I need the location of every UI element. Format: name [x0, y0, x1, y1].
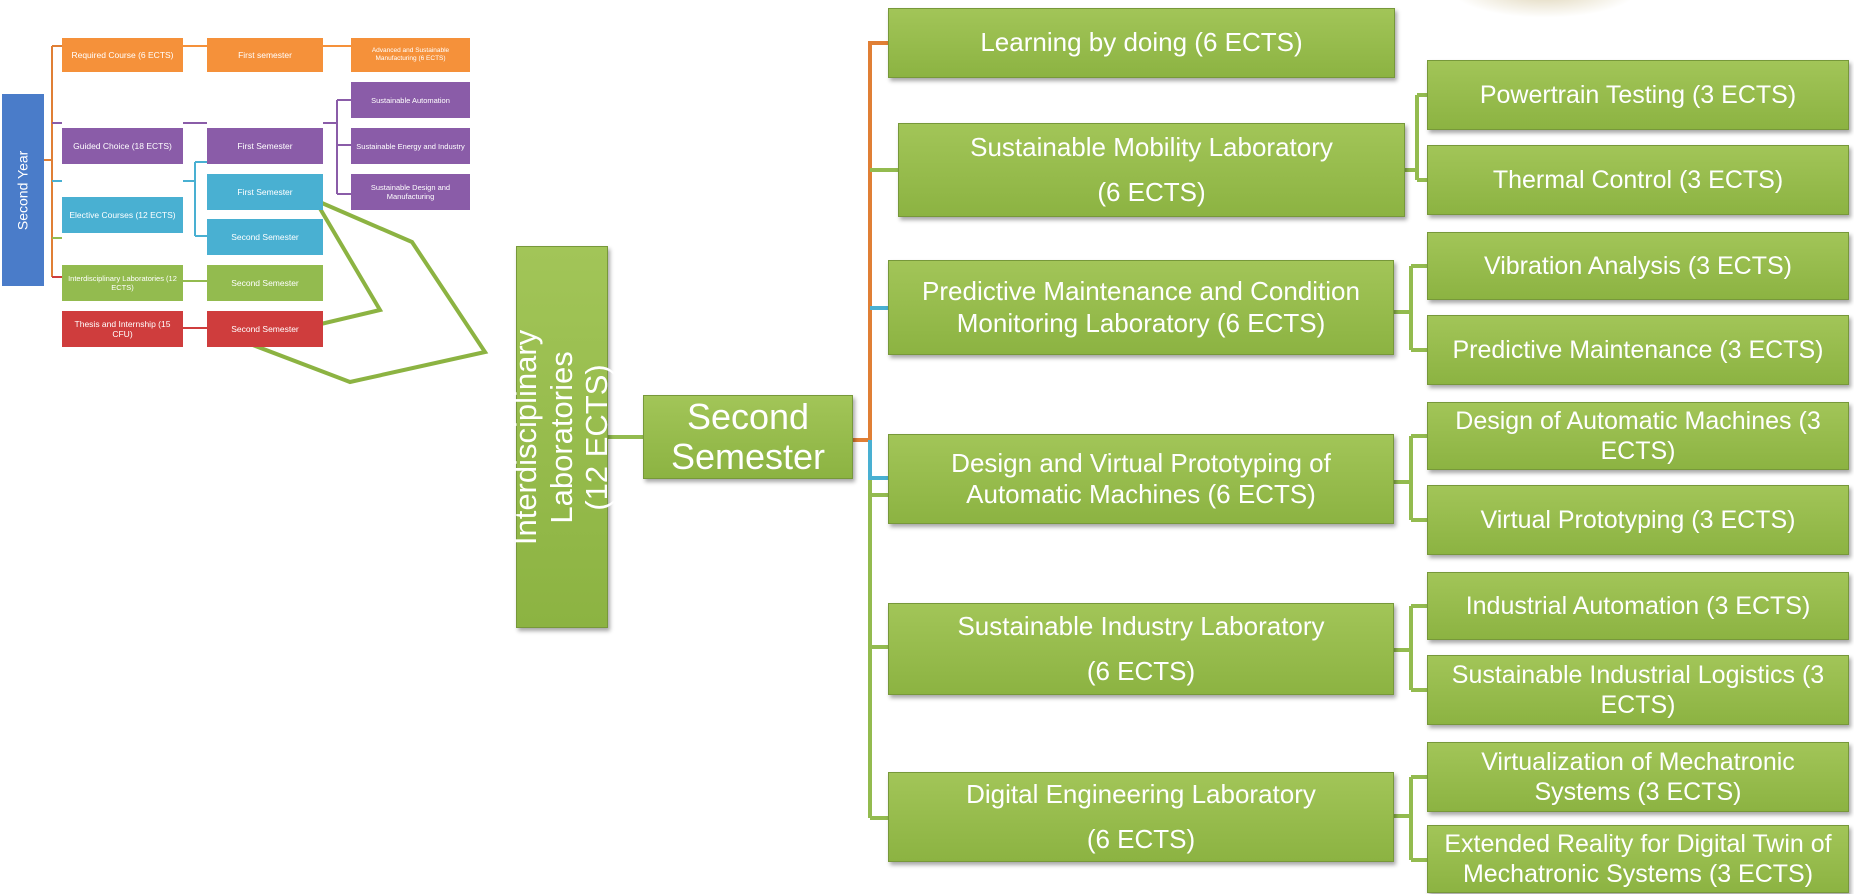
course-sustainable-industrial-logistics: Sustainable Industrial Logistics (3 ECTS… — [1427, 655, 1849, 725]
course-extended-reality-digital-twin: Extended Reality for Digital Twin of Mec… — [1427, 825, 1849, 893]
mini-option-energy: Sustainable Energy and Industry — [351, 128, 470, 164]
course-virtualization-mechatronic: Virtualization of Mechatronic Systems (3… — [1427, 742, 1849, 812]
mini-required-semester: First semester — [207, 38, 323, 72]
mini-elective-second-semester: Second Semester — [207, 219, 323, 255]
mini-labs-semester: Second Semester — [207, 265, 323, 301]
course-predictive-maintenance: Predictive Maintenance (3 ECTS) — [1427, 315, 1849, 385]
mini-guided-semester: First Semester — [207, 128, 323, 164]
course-design-automatic-machines: Design of Automatic Machines (3 ECTS) — [1427, 402, 1849, 470]
year-box: Second Year — [2, 94, 44, 286]
mini-thesis-semester: Second Semester — [207, 311, 323, 347]
mini-elective-courses: Elective Courses (12 ECTS) — [62, 197, 183, 233]
mini-elective-first-semester: First Semester — [207, 174, 323, 210]
mini-thesis-internship: Thesis and Internship (15 CFU) — [62, 311, 183, 347]
decorative-corner-image — [1450, 0, 1640, 18]
lab-design-virtual-prototyping: Design and Virtual Prototyping of Automa… — [888, 434, 1394, 524]
mini-required-course: Required Course (6 ECTS) — [62, 38, 183, 72]
lab-predictive-maintenance: Predictive Maintenance and Condition Mon… — [888, 260, 1394, 355]
lab-sustainable-industry-name: Sustainable Industry Laboratory — [957, 610, 1325, 641]
course-vibration-analysis: Vibration Analysis (3 ECTS) — [1427, 232, 1849, 300]
lab-sustainable-mobility-name: Sustainable Mobility Laboratory — [970, 131, 1333, 162]
mini-guided-choice: Guided Choice (18 ECTS) — [62, 128, 183, 164]
course-industrial-automation: Industrial Automation (3 ECTS) — [1427, 572, 1849, 640]
lab-digital-engineering-name: Digital Engineering Laboratory — [966, 778, 1316, 809]
root-box: Interdisciplinary Laboratories (12 ECTS) — [509, 246, 615, 628]
lab-digital-engineering-ects: (6 ECTS) — [1086, 824, 1196, 854]
root-label: Interdisciplinary Laboratories (12 ECTS) — [508, 329, 615, 545]
mini-interdisciplinary-labs: Interdisciplinary Laboratories (12 ECTS) — [62, 265, 183, 301]
lab-sustainable-mobility: Sustainable Mobility Laboratory (6 ECTS) — [898, 123, 1405, 217]
lab-sustainable-industry-ects: (6 ECTS) — [1086, 656, 1196, 686]
mini-required-detail: Advanced and Sustainable Manufacturing (… — [351, 38, 470, 72]
lab-learning-by-doing: Learning by doing (6 ECTS) — [888, 8, 1395, 78]
course-powertrain-testing: Powertrain Testing (3 ECTS) — [1427, 60, 1849, 130]
course-thermal-control: Thermal Control (3 ECTS) — [1427, 145, 1849, 215]
mini-option-automation: Sustainable Automation — [351, 82, 470, 118]
course-virtual-prototyping: Virtual Prototyping (3 ECTS) — [1427, 485, 1849, 555]
lab-sustainable-industry: Sustainable Industry Laboratory (6 ECTS) — [888, 603, 1394, 695]
lab-digital-engineering: Digital Engineering Laboratory (6 ECTS) — [888, 772, 1394, 862]
lab-sustainable-mobility-ects: (6 ECTS) — [1097, 177, 1206, 207]
mini-option-design: Sustainable Design and Manufacturing — [351, 174, 470, 210]
semester-box: Second Semester — [643, 395, 853, 479]
